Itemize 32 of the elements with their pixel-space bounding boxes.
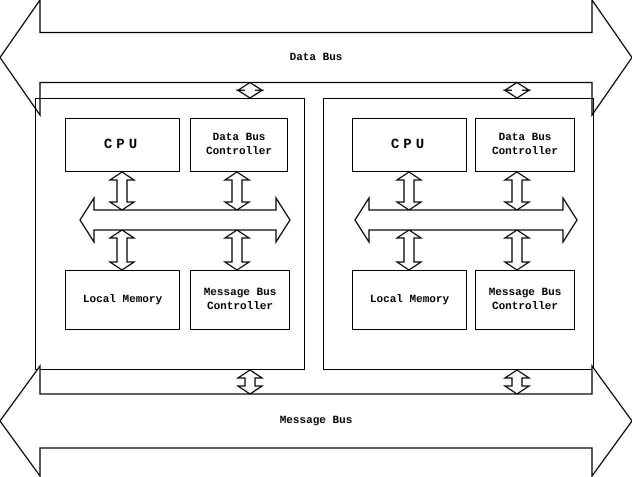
double-arrow: [502, 82, 532, 99]
double-arrow: [502, 369, 532, 395]
component-label: Message Bus Controller: [202, 286, 278, 314]
double-arrow: [108, 229, 136, 271]
double-arrow: [108, 171, 136, 211]
component-box: [65, 270, 180, 330]
board-frame: [35, 98, 305, 370]
component-box: [65, 118, 180, 172]
double-arrow: [502, 229, 532, 271]
double-arrow: [394, 171, 424, 211]
component-label: CPU: [390, 138, 430, 152]
component-box: [190, 270, 290, 330]
component-box: [475, 270, 575, 330]
component-box: [190, 118, 288, 172]
bus-label: Data Bus: [288, 50, 344, 64]
double-arrow: [236, 369, 264, 395]
double-arrow: [502, 171, 532, 211]
component-label: Local Memory: [82, 293, 164, 307]
board-frame: [323, 98, 594, 370]
component-label: Local Memory: [368, 293, 450, 307]
component-box: [475, 118, 575, 172]
double-arrow: [236, 82, 264, 99]
component-label: CPU: [102, 138, 142, 152]
double-arrow: [394, 229, 424, 271]
double-arrow: [222, 171, 252, 211]
component-label: Data Bus Controller: [204, 131, 273, 159]
component-label: Data Bus Controller: [490, 131, 559, 159]
component-box: [352, 118, 467, 172]
double-arrow: [222, 229, 252, 271]
component-label: Message Bus Controller: [488, 286, 562, 314]
bus-label: Message Bus: [278, 414, 354, 428]
component-box: [352, 270, 467, 330]
